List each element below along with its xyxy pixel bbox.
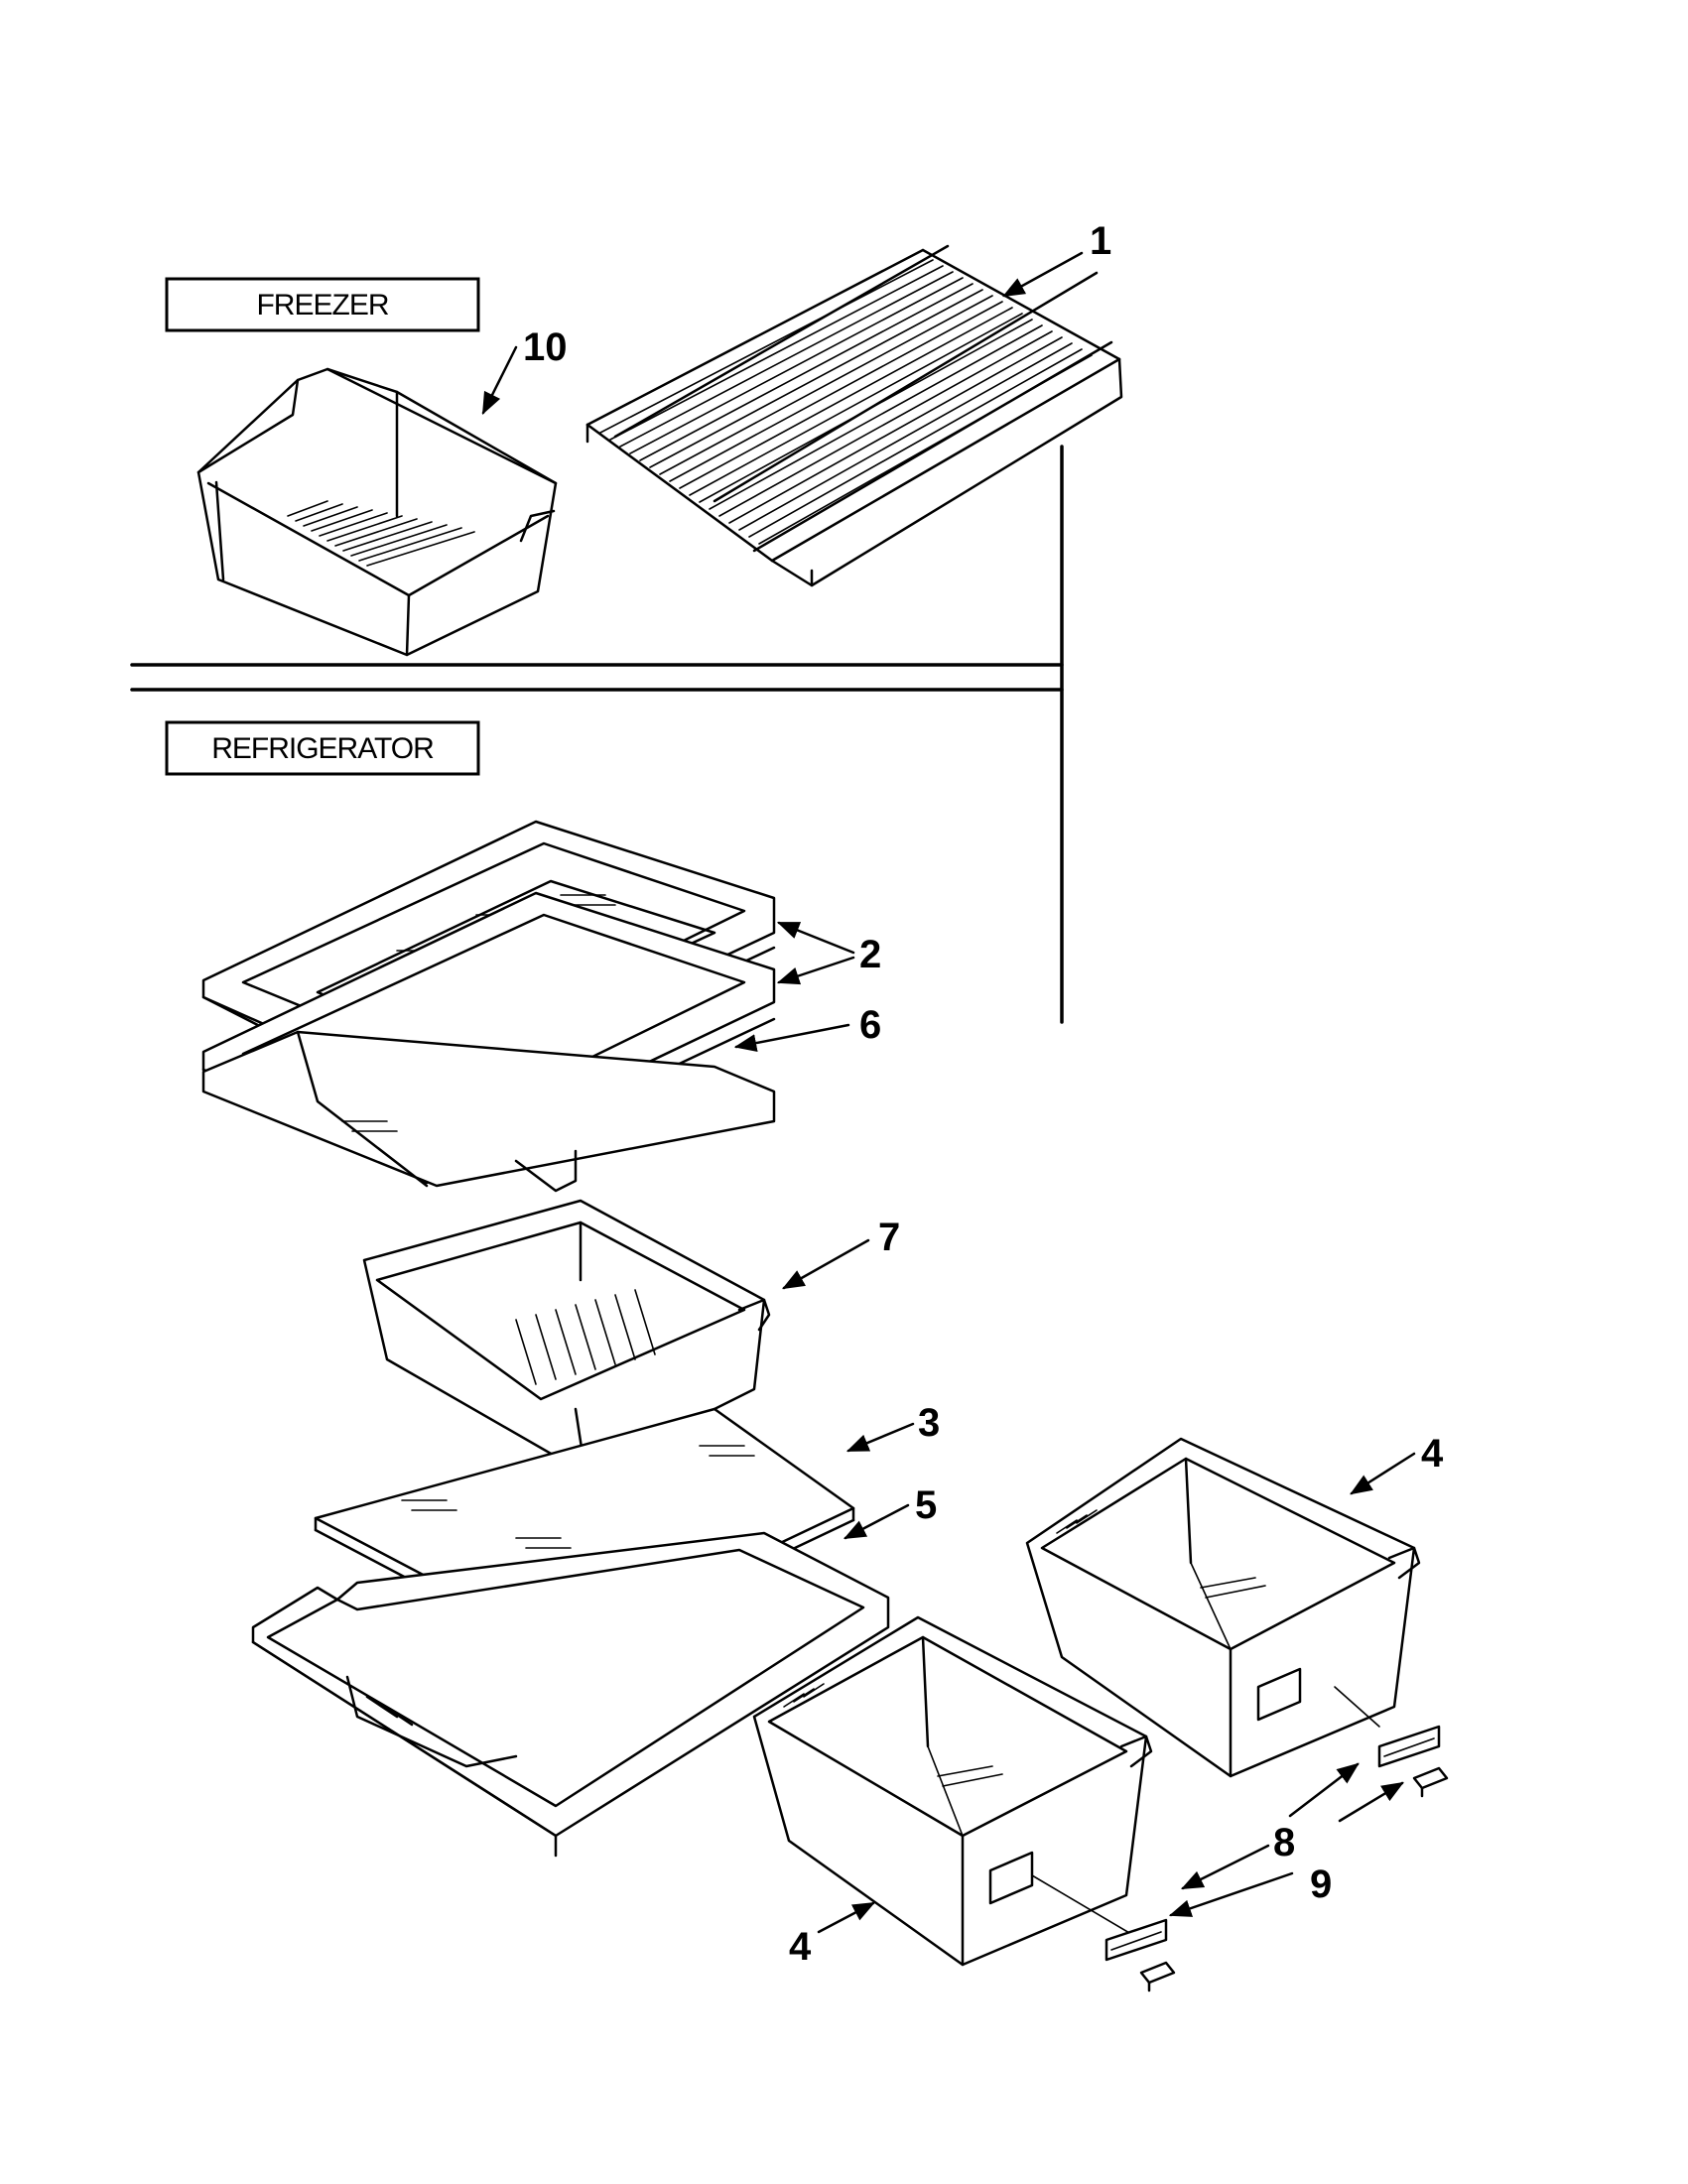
label-clip-right: [1412, 1766, 1449, 1798]
callout-part-7: 7: [878, 1216, 900, 1259]
callout-part-5: 5: [915, 1483, 937, 1527]
section-dividers: [130, 445, 1064, 1024]
freezer-label-text: FREEZER: [256, 289, 388, 321]
crisper-cover-frame: [201, 1030, 776, 1193]
crisper-bin-right: [1025, 1437, 1421, 1778]
crisper-frame: [251, 1531, 890, 1858]
callout-part-6: 6: [859, 1003, 881, 1047]
crisper-drawer-ribs: [515, 1289, 656, 1385]
freezer-basket-floor-ribs: [287, 500, 475, 567]
callout-labels: 1 10 2 6 7 3 5 4 4 8 9: [523, 219, 1444, 1969]
callout-part-3: 3: [918, 1401, 940, 1445]
refrigerator-section-label: REFRIGERATOR: [165, 720, 480, 776]
leader-lines: [481, 251, 1416, 1934]
callout-part-4-left: 4: [789, 1925, 812, 1969]
crisper-bin-left: [752, 1615, 1380, 1967]
label-holder-right: [1377, 1725, 1441, 1768]
crisper-drawer: [362, 1199, 771, 1476]
wire-shelf-rods: [599, 259, 1093, 545]
freezer-section-label: FREEZER: [165, 277, 480, 332]
callout-part-8: 8: [1273, 1821, 1295, 1864]
wire-shelf: [585, 244, 1123, 587]
label-clip-left: [1139, 1961, 1176, 1992]
callout-part-9: 9: [1310, 1863, 1332, 1906]
label-holder-left: [1104, 1918, 1168, 1962]
refrigerator-label-text: REFRIGERATOR: [211, 732, 434, 765]
callout-part-4-right: 4: [1421, 1432, 1444, 1476]
callout-part-2: 2: [859, 933, 881, 976]
callout-part-10: 10: [523, 325, 568, 369]
callout-part-1: 1: [1090, 219, 1111, 263]
freezer-basket: [196, 367, 558, 657]
